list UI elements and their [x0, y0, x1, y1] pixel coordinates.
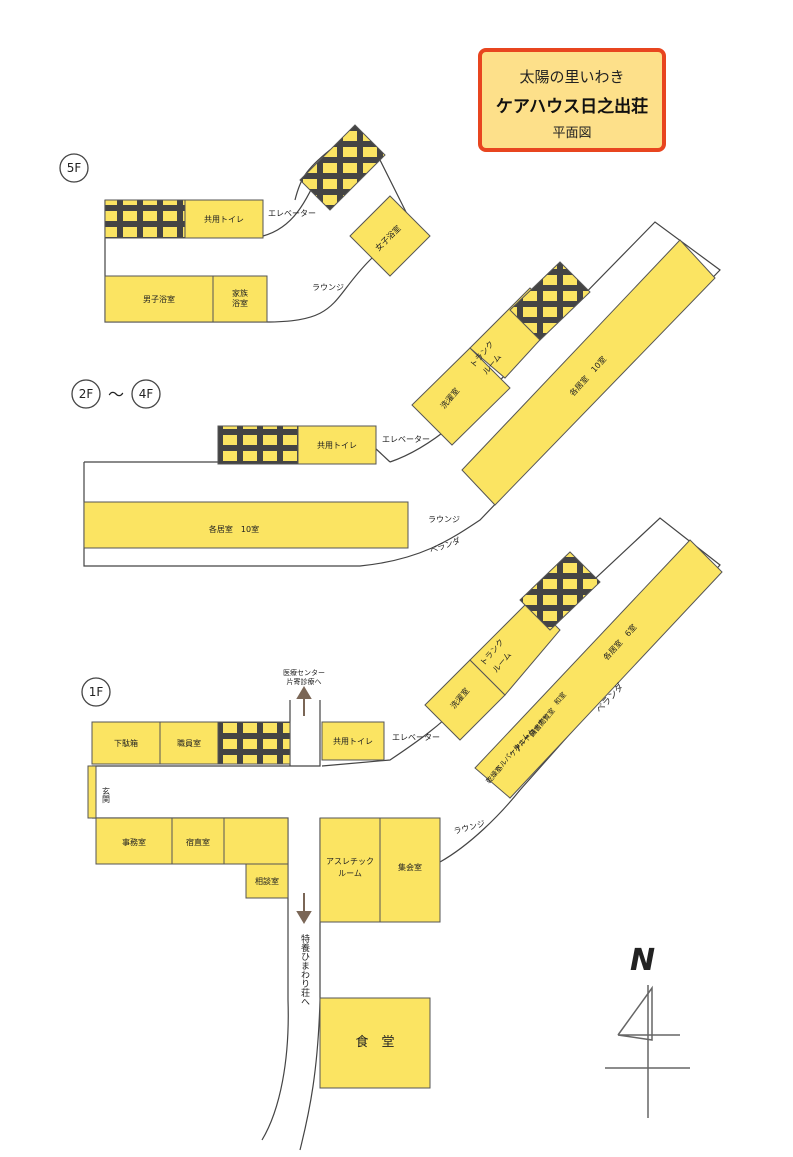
- north-arrow-head: [296, 686, 312, 699]
- floor-5f-label: 5F: [67, 161, 82, 175]
- 5f-family-bath-label-2: 浴室: [232, 298, 248, 308]
- 24f-laundry: [411, 347, 511, 446]
- 24f-rooms-west: [83, 501, 409, 549]
- 1f-toilet: [321, 721, 385, 761]
- 1f-toilet-label: 共用トイレ: [333, 737, 373, 746]
- 24f-elevator-label: エレベーター: [382, 435, 430, 444]
- 1f-assembly: [379, 817, 441, 923]
- 1f-shoes: [91, 721, 161, 765]
- 24f-rooms-ne: [461, 239, 716, 506]
- 24f-lounge-label: ラウンジ: [428, 515, 460, 524]
- 1f-night: [171, 817, 225, 865]
- floor-4f-label: 4F: [139, 387, 154, 401]
- title-subtitle: 平面図: [552, 126, 592, 141]
- 1f-dining-label: 食 堂: [355, 1034, 394, 1050]
- 1f-assembly-label: 集会室: [398, 862, 422, 872]
- 5f-elevator-stack: [104, 199, 186, 239]
- 1f-trunk: [469, 599, 561, 696]
- 1f-dining: [319, 997, 431, 1089]
- 24f-elevator-stack: [217, 425, 299, 465]
- 24f-stair-stack: [509, 261, 591, 341]
- 1f-night-label: 宿直室: [186, 837, 210, 847]
- 5f-toilet-label: 共用トイレ: [204, 215, 244, 224]
- 5f-family-bath: [212, 275, 268, 323]
- 24f-veranda-label: ベランダ: [428, 535, 461, 555]
- 1f-medical-label-1: 医療センター: [283, 668, 325, 677]
- 1f-entrance-label: 玄関: [102, 786, 111, 804]
- 1f-consult-label: 相談室: [255, 876, 279, 886]
- 24f-toilet: [297, 425, 377, 465]
- 1f-athletic-label-1: アスレチック: [326, 857, 374, 866]
- 5f-stair-stack: [299, 124, 386, 211]
- 1f-corridor-wall: [321, 517, 721, 863]
- compass: [605, 985, 690, 1118]
- floor-2f-circle: [71, 379, 101, 409]
- 1f-athletic: [319, 817, 381, 923]
- 1f-to-nursing-label: 特養ひまわり荘へ: [299, 933, 310, 1006]
- 1f-rooms-ne: [474, 539, 723, 799]
- south-arrow-head: [296, 911, 312, 924]
- 1f-entrance: [87, 765, 97, 819]
- 1f-stair-stack: [519, 551, 601, 631]
- 1f-office-label: 事務室: [122, 837, 146, 847]
- 5f-toilet: [184, 199, 264, 239]
- 1f-medical-label-2: 片寄診療へ: [287, 677, 322, 686]
- floor-4f-circle: [131, 379, 161, 409]
- 1f-staff-label: 職員室: [177, 738, 201, 748]
- floor-2f-label: 2F: [79, 387, 94, 401]
- 1f-athletic-label-2: ルーム: [338, 869, 362, 878]
- 5f-elevator-label: エレベーター: [268, 209, 316, 218]
- 5f-men-bath-label: 男子浴室: [143, 294, 175, 304]
- 1f-elevator-stack: [217, 721, 291, 765]
- title-box: 太陽の里いわき ケアハウス日之出荘 平面図: [478, 48, 666, 152]
- 1f-west-passage: [92, 817, 289, 1141]
- 24f-toilet-label: 共用トイレ: [317, 441, 357, 450]
- 1f-staff: [159, 721, 219, 765]
- 1f-consult: [245, 863, 289, 899]
- floor-1f-label: 1F: [89, 685, 104, 699]
- compass-north-label: N: [630, 943, 655, 978]
- 24f-corridor-wall: [83, 221, 721, 567]
- 1f-lounge-label: ラウンジ: [453, 819, 486, 836]
- 5f-women-bath: [349, 195, 431, 277]
- 1f-elevator-label: エレベーター: [392, 733, 440, 742]
- 24f-rooms-w-label: 各居室 10室: [209, 524, 259, 534]
- title-facility: 太陽の里いわき: [519, 68, 625, 86]
- floor-range-tilde: 〜: [108, 385, 124, 404]
- 5f-lounge-label: ラウンジ: [312, 283, 344, 292]
- 1f-shoes-label: 下駄箱: [114, 738, 138, 748]
- floor-1f-circle: [81, 677, 111, 707]
- floor-5f-circle: [59, 153, 89, 183]
- 5f-family-bath-label-1: 家族: [232, 288, 248, 298]
- title-name: ケアハウス日之出荘: [495, 97, 649, 117]
